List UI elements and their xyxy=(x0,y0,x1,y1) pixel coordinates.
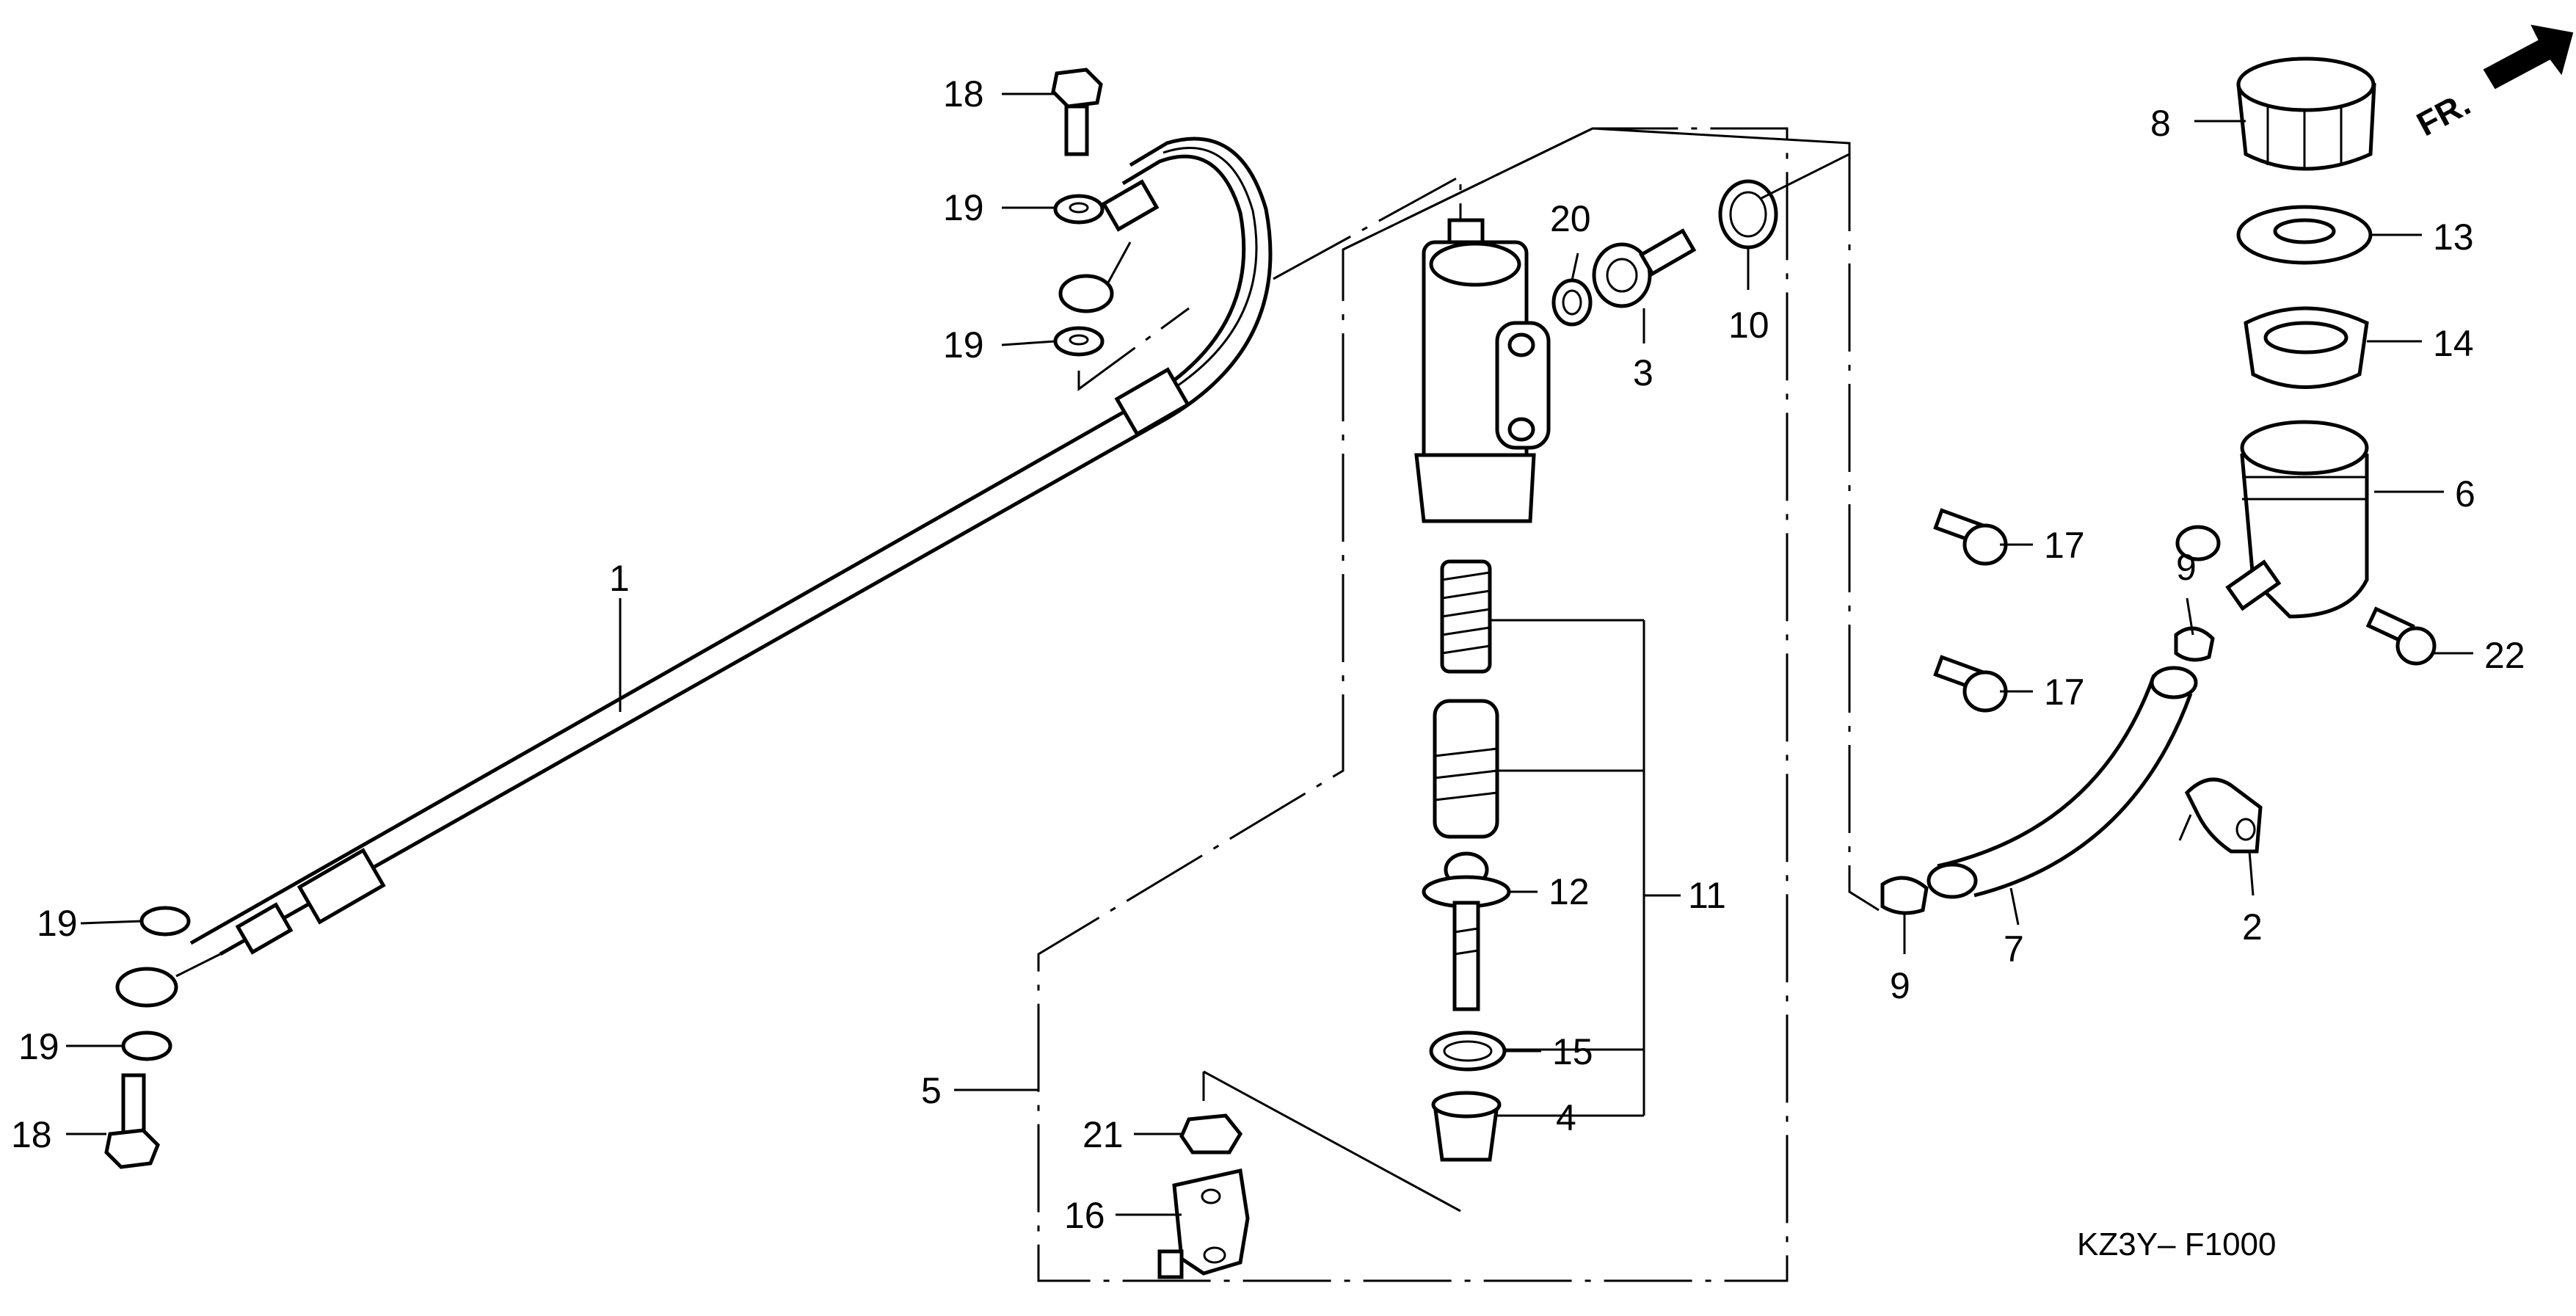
master-cylinder-body xyxy=(1414,218,1551,523)
sealing-washer-bottom-1 xyxy=(139,906,191,937)
sealing-washer-top-1 xyxy=(1053,194,1105,225)
circlip-10 xyxy=(1718,179,1778,250)
callout-13: 13 xyxy=(2433,217,2474,258)
callout-7: 7 xyxy=(2004,928,2024,970)
callout-9-top: 9 xyxy=(2176,547,2197,588)
assembly-boundary xyxy=(1037,127,1789,1282)
diagram-code: KZ3Y– F1000 xyxy=(2077,1226,2277,1262)
push-rod xyxy=(1422,851,1511,1011)
brake-hose xyxy=(115,137,1273,1008)
bolt-17-top xyxy=(1933,508,2008,566)
hose-boundary xyxy=(1077,174,1462,391)
callout-8: 8 xyxy=(2150,103,2171,144)
callouts: 18 19 19 1 19 19 18 20 3 10 12 11 15 4 5… xyxy=(11,73,2525,1236)
callout-21: 21 xyxy=(1083,1114,1124,1155)
circlip-rod xyxy=(1429,1030,1507,1072)
hose-joint xyxy=(1592,228,1697,308)
boundary-upper-left xyxy=(1342,127,1851,251)
callout-19-bottom-2: 19 xyxy=(18,1026,59,1067)
callout-19-bottom-1: 19 xyxy=(37,903,78,944)
piston-assembly xyxy=(1433,699,1499,839)
oil-bolt-bottom xyxy=(104,1073,160,1169)
leader-lines xyxy=(66,92,2473,1216)
callout-22: 22 xyxy=(2484,635,2525,676)
reservoir-hose xyxy=(1926,666,2198,899)
callout-10: 10 xyxy=(1728,305,1769,346)
clamp-9-top xyxy=(2174,626,2215,662)
callout-18-top: 18 xyxy=(943,73,984,114)
callout-5: 5 xyxy=(921,1070,942,1111)
callout-19-top-1: 19 xyxy=(943,187,984,228)
callout-6: 6 xyxy=(2455,473,2475,515)
sealing-washer-top-2 xyxy=(1053,326,1105,357)
reservoir-cap xyxy=(2236,57,2376,171)
bolt-17-bottom xyxy=(1933,655,2008,713)
clevis xyxy=(1157,1168,1250,1279)
nut xyxy=(1179,1113,1243,1155)
callout-4: 4 xyxy=(1556,1097,1576,1138)
callout-2: 2 xyxy=(2242,906,2263,948)
spring xyxy=(1440,559,1492,674)
reservoir xyxy=(2175,420,2369,619)
sealing-washer-bottom-2 xyxy=(121,1030,172,1061)
callout-19-top-2: 19 xyxy=(943,324,984,366)
front-label: FR. xyxy=(2410,84,2476,144)
hose-clip-2 xyxy=(2178,777,2263,854)
boot xyxy=(1431,1091,1502,1162)
bolt-22 xyxy=(2365,606,2437,666)
callout-9-bottom: 9 xyxy=(1890,965,1910,1006)
diaphragm xyxy=(2244,306,2369,389)
callout-18-bottom: 18 xyxy=(11,1114,52,1155)
callout-12: 12 xyxy=(1549,871,1590,912)
callout-14: 14 xyxy=(2433,323,2474,364)
oil-bolt-top xyxy=(1051,68,1103,156)
callout-1: 1 xyxy=(609,558,630,599)
washer-20 xyxy=(1551,278,1593,327)
callout-20: 20 xyxy=(1550,198,1591,239)
callout-17-top: 17 xyxy=(2044,525,2085,566)
callout-17-bottom: 17 xyxy=(2044,672,2085,713)
diaphragm-plate xyxy=(2236,205,2373,265)
clamp-9-bottom xyxy=(1880,876,1929,915)
front-direction-arrow: FR. xyxy=(2410,24,2574,144)
reservoir-boundary xyxy=(1848,143,1880,912)
callout-15: 15 xyxy=(1552,1031,1593,1072)
callout-16: 16 xyxy=(1064,1195,1105,1236)
callout-3: 3 xyxy=(1633,352,1653,393)
callout-11: 11 xyxy=(1688,875,1726,916)
